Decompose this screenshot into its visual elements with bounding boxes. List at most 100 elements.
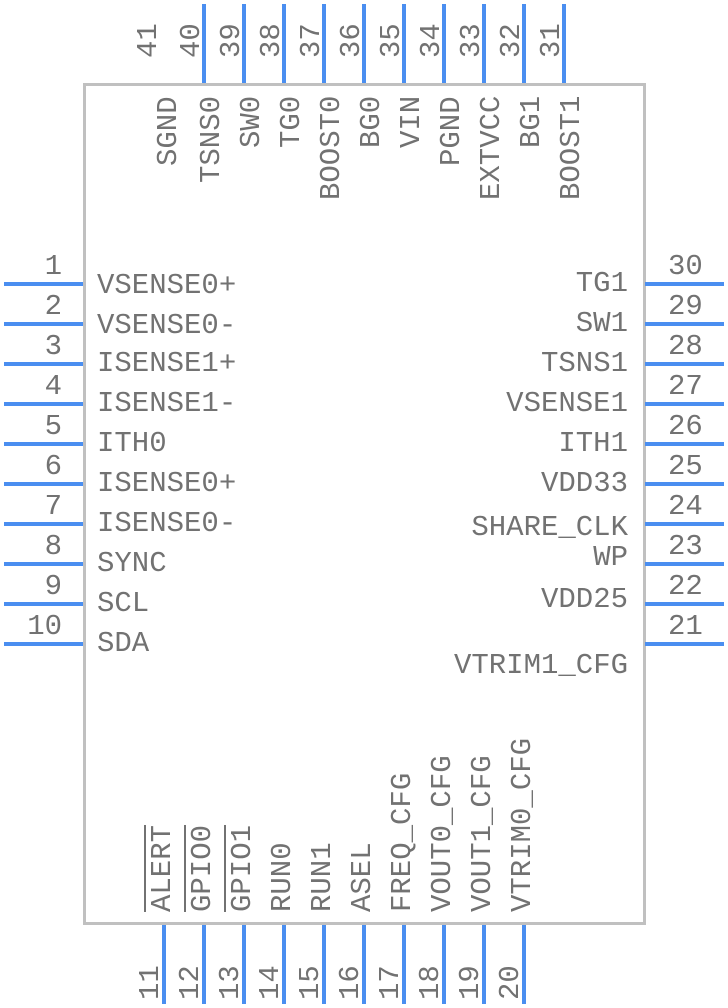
pin-name: BG1 — [515, 95, 548, 149]
pin-line-bottom — [402, 925, 406, 1004]
pin-number: 37 — [295, 23, 328, 58]
pin-line-right — [645, 322, 724, 326]
pin-line-right — [645, 362, 724, 366]
pin-number: 20 — [494, 965, 527, 1000]
pin-name: VOUT0_CFG — [426, 755, 459, 912]
pin-line-bottom — [282, 925, 286, 1004]
pin-line-bottom — [482, 925, 486, 1004]
pin-line-bottom — [322, 925, 326, 1004]
pin-line-top — [362, 4, 366, 83]
pin-name: TSNS1 — [540, 347, 628, 380]
component-body — [83, 83, 646, 925]
pin-name: ASEL — [346, 842, 379, 912]
pin-name: VTRIM1_CFG — [453, 649, 628, 682]
pin-name: VSENSE0+ — [97, 269, 237, 302]
pin-name: SHARE_CLK — [471, 511, 628, 544]
pin-line-top — [282, 4, 286, 83]
pin-line-left — [4, 642, 83, 646]
pin-number: 1 — [44, 250, 62, 283]
pin-number: 18 — [414, 965, 447, 1000]
pin-number: 34 — [415, 23, 448, 58]
pin-line-top — [482, 4, 486, 83]
pin-number: 26 — [668, 410, 703, 443]
pin-line-bottom — [202, 925, 206, 1004]
pin-line-right — [645, 442, 724, 446]
pin-number: 9 — [44, 570, 62, 603]
pin-line-left — [4, 282, 83, 286]
pin-name: RUN1 — [306, 842, 339, 912]
pin-line-left — [4, 362, 83, 366]
pin-number: 41 — [132, 23, 165, 58]
pin-line-top — [242, 4, 246, 83]
pin-name: EXTVCC — [475, 95, 508, 201]
pin-name: ISENSE1+ — [97, 347, 237, 380]
pin-line-left — [4, 442, 83, 446]
pin-name: ALERT — [146, 824, 179, 912]
pin-number: 40 — [175, 23, 208, 58]
pin-number: 5 — [44, 410, 62, 443]
pin-name: VSENSE1 — [506, 387, 628, 420]
pin-number: 38 — [255, 23, 288, 58]
pin-name: PGND — [435, 95, 468, 166]
pin-number: 4 — [44, 370, 62, 403]
pin-line-left — [4, 482, 83, 486]
pin-line-top — [402, 4, 406, 83]
pin-line-left — [4, 322, 83, 326]
pin-number: 28 — [668, 330, 703, 363]
pin-number: 25 — [668, 450, 703, 483]
pin-number: 39 — [215, 23, 248, 58]
pin-number: 2 — [44, 290, 62, 323]
pin-name: BOOST0 — [315, 95, 348, 201]
pin-number: 13 — [214, 965, 247, 1000]
pin-number: 23 — [668, 530, 703, 563]
pin-name: SW0 — [235, 95, 268, 149]
pin-line-top — [522, 4, 526, 83]
pin-number: 32 — [495, 23, 528, 58]
pin-number: 3 — [44, 330, 62, 363]
pin-number: 8 — [44, 530, 62, 563]
pin-name: SYNC — [97, 547, 167, 580]
pin-line-top — [562, 4, 566, 83]
pin-line-right — [645, 602, 724, 606]
pin-number: 30 — [668, 250, 703, 283]
pin-name: VTRIM0_CFG — [506, 737, 539, 912]
pin-name: VDD25 — [540, 583, 628, 616]
pin-name: TG0 — [275, 95, 308, 149]
pin-name: ISENSE0+ — [97, 467, 237, 500]
pin-line-right — [645, 282, 724, 286]
pin-name: ISENSE1- — [97, 387, 237, 420]
pin-name: SGND — [152, 95, 185, 166]
pin-line-right — [645, 402, 724, 406]
pin-line-right — [645, 562, 724, 566]
pin-name: FREQ_CFG — [386, 772, 419, 912]
pin-name: VSENSE0- — [97, 309, 237, 342]
pin-number: 19 — [454, 965, 487, 1000]
pin-line-top — [202, 4, 206, 83]
pin-number: 27 — [668, 370, 703, 403]
pin-number: 15 — [294, 965, 327, 1000]
pin-line-right — [645, 482, 724, 486]
pin-number: 22 — [668, 570, 703, 603]
pin-line-left — [4, 602, 83, 606]
pin-line-bottom — [162, 925, 166, 1004]
pin-line-bottom — [242, 925, 246, 1004]
pin-number: 16 — [334, 965, 367, 1000]
pin-name: BOOST1 — [555, 95, 588, 201]
pin-number: 21 — [668, 610, 703, 643]
pin-number: 31 — [535, 23, 568, 58]
pin-line-right — [645, 642, 724, 646]
pin-number: 7 — [44, 490, 62, 523]
pin-number: 36 — [335, 23, 368, 58]
pin-name: SCL — [97, 587, 150, 620]
pin-name: VOUT1_CFG — [466, 755, 499, 912]
pin-name: SW1 — [575, 307, 628, 340]
pin-name: WP — [593, 541, 628, 574]
pin-number: 11 — [134, 965, 167, 1000]
pin-name: GPIO1 — [226, 824, 259, 912]
pin-line-left — [4, 522, 83, 526]
pin-number: 14 — [254, 965, 287, 1000]
pin-name: BG0 — [355, 95, 388, 149]
pin-number: 6 — [44, 450, 62, 483]
pin-name: RUN0 — [266, 842, 299, 912]
pin-number: 12 — [174, 965, 207, 1000]
